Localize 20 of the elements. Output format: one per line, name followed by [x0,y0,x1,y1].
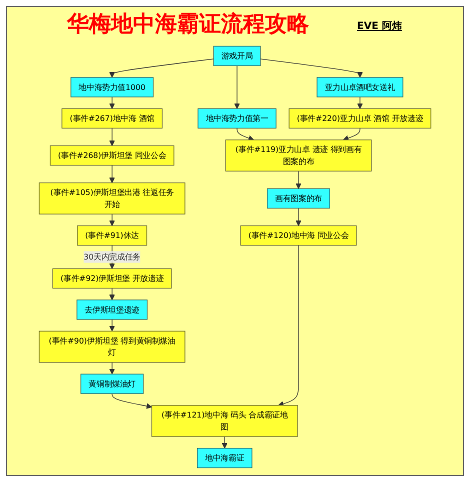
title: 华梅地中海霸证流程攻略 [67,10,309,39]
author-note: EVE 阿炜 [357,20,402,33]
arrow [296,208,302,226]
arrow [260,58,363,78]
arrow [112,393,152,409]
arrow [109,96,115,109]
arrow [109,319,115,332]
arrow [109,362,115,374]
arrow [109,128,115,146]
arrow [357,96,363,109]
arrow [342,128,360,141]
arrow [234,65,240,109]
arrow [109,58,214,78]
arrow [109,164,115,184]
arrow [222,436,228,449]
arrow [109,288,115,300]
arrow [296,170,302,189]
arrow [236,128,254,141]
arrow [109,214,115,226]
arrow [278,244,299,407]
